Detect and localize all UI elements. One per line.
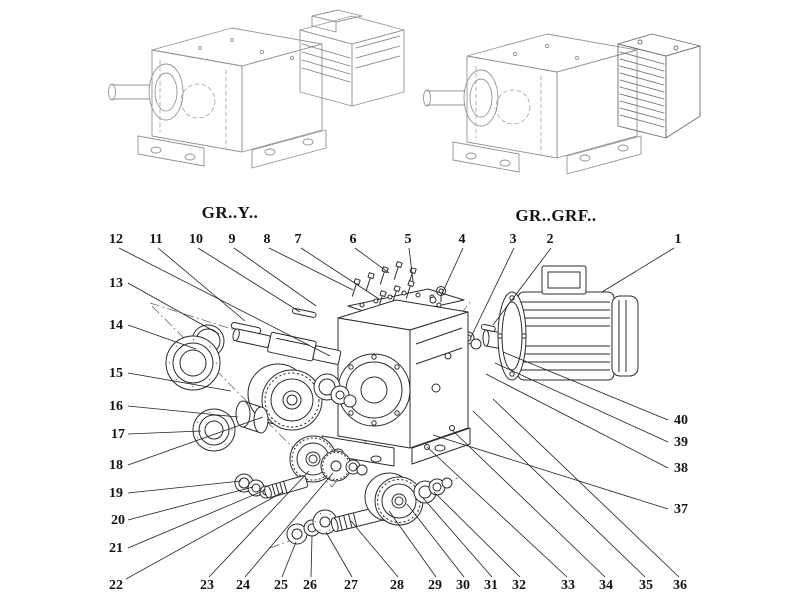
intermediate-gears [289,435,368,483]
callout-10: 10 [189,232,203,247]
callout-1: 1 [675,232,682,247]
callout-12: 12 [109,232,123,247]
pinion-shaft [264,475,309,499]
lower-bearing [192,408,236,452]
variant-label-gr-y: GR..Y.. [202,203,259,222]
callout-37: 37 [674,502,688,517]
output-gear [247,363,323,431]
callout-24: 24 [236,578,250,593]
callout-numbers: 1 2 3 4 5 6 7 8 9 10 11 12 13 14 15 16 1… [109,232,688,593]
callout-32: 32 [512,578,526,593]
callout-38: 38 [674,461,688,476]
assembled-view-gr-y [108,9,405,169]
callout-7: 7 [295,232,302,247]
callout-15: 15 [109,366,123,381]
callout-16: 16 [109,399,123,414]
callout-3: 3 [510,232,517,247]
callout-39: 39 [674,435,688,450]
callout-14: 14 [109,318,123,333]
callout-8: 8 [264,232,271,247]
callout-5: 5 [405,232,412,247]
callout-29: 29 [428,578,442,593]
output-shaft [232,328,342,365]
callout-21: 21 [109,541,123,556]
callout-30: 30 [456,578,470,593]
callout-18: 18 [109,458,123,473]
second-gear-washers [413,477,453,504]
callout-20: 20 [111,513,125,528]
callout-25: 25 [274,578,288,593]
callout-22: 22 [109,578,123,593]
second-shaft-bearing [312,509,338,535]
callout-31: 31 [484,578,498,593]
callout-35: 35 [639,578,653,593]
leader-lines [118,247,680,580]
main-bearing [165,335,221,391]
second-shaft-washers [286,519,321,545]
assembled-view-gr-grf [423,33,701,175]
second-gear [364,472,424,526]
callout-40: 40 [674,413,688,428]
gear-housing [321,299,471,467]
callout-11: 11 [149,232,162,247]
callout-13: 13 [109,276,123,291]
exploded-view [149,261,639,549]
callout-34: 34 [599,578,613,593]
callout-4: 4 [459,232,466,247]
finned-cover-block [617,33,701,139]
variant-label-gr-grf: GR..GRF.. [515,206,596,225]
callout-36: 36 [673,578,687,593]
spacer-bushing [235,400,269,434]
callout-17: 17 [111,427,125,442]
callout-26: 26 [303,578,317,593]
callout-9: 9 [229,232,236,247]
callout-28: 28 [390,578,404,593]
callout-2: 2 [547,232,554,247]
motor-fan-cowl [611,295,639,377]
callout-23: 23 [200,578,214,593]
motor [482,265,639,381]
callout-6: 6 [350,232,357,247]
callout-19: 19 [109,486,123,501]
callout-27: 27 [344,578,358,593]
gear-washers [313,373,357,408]
callout-33: 33 [561,578,575,593]
